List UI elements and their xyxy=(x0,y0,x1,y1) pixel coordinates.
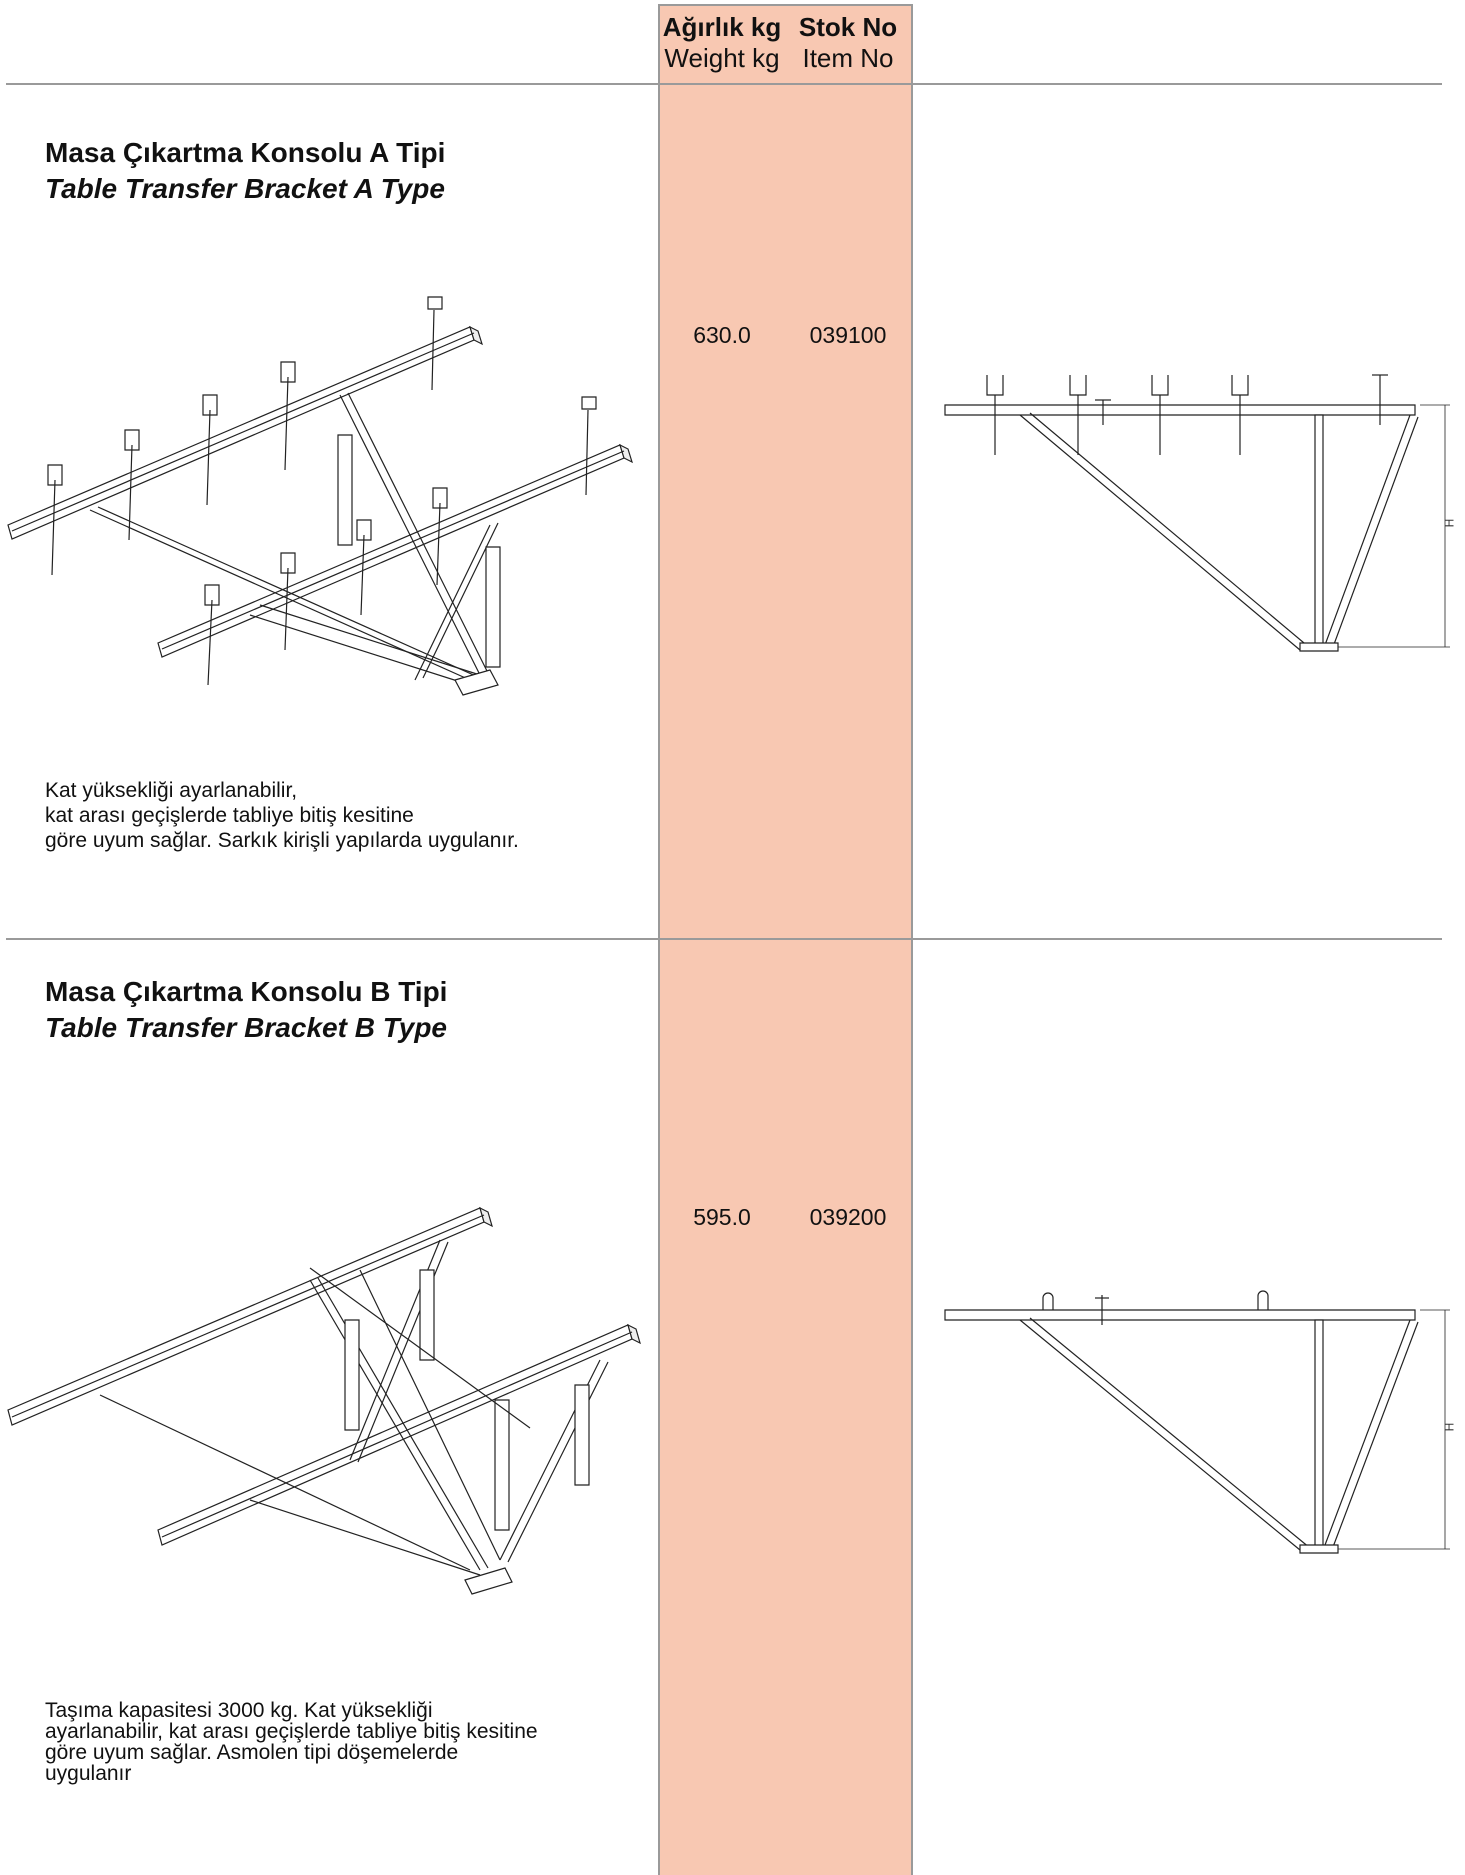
section-divider xyxy=(6,938,1442,940)
product-b-description-line: ayarlanabilir, kat arası geçişlerde tabl… xyxy=(45,1720,538,1743)
product-a-isometric-drawing xyxy=(0,285,640,725)
column-top-border xyxy=(658,4,913,6)
product-b-description-line: göre uyum sağlar. Asmolen tipi döşemeler… xyxy=(45,1741,459,1764)
product-b-title-tr: Masa Çıkartma Konsolu B Tipi xyxy=(45,976,448,1007)
product-b-title: Masa Çıkartma Konsolu B Tipi Table Trans… xyxy=(45,974,447,1046)
product-a-weight: 630.0 xyxy=(693,322,751,348)
fork-heads-bottom xyxy=(205,397,596,685)
product-b-weight: 595.0 xyxy=(693,1204,751,1230)
product-a-title-en: Table Transfer Bracket A Type xyxy=(45,173,445,204)
product-b-dimension-h: H xyxy=(1442,1422,1457,1432)
fork-heads-elevation xyxy=(987,375,1388,455)
product-a-title: Masa Çıkartma Konsolu A Tipi Table Trans… xyxy=(45,135,445,207)
product-a-title-tr: Masa Çıkartma Konsolu A Tipi xyxy=(45,137,446,168)
item-no-header-en: Item No xyxy=(802,43,894,73)
product-a-description: Kat yüksekliği ayarlanabilir, kat arası … xyxy=(45,778,605,853)
product-a-dimension-h: H xyxy=(1442,518,1457,528)
weight-header: Ağırlık kg Weight kg xyxy=(659,12,785,74)
product-b-isometric-drawing xyxy=(0,1200,650,1600)
header-rule xyxy=(6,83,1442,85)
product-a-description-line: göre uyum sağlar. Sarkık kirişli yapılar… xyxy=(45,829,519,852)
weight-header-tr: Ağırlık kg xyxy=(662,12,782,42)
product-a-description-line: Kat yüksekliği ayarlanabilir, xyxy=(45,779,298,802)
product-a-item-no: 039100 xyxy=(809,322,887,348)
product-b-item-no: 039200 xyxy=(809,1204,887,1230)
weight-header-en: Weight kg xyxy=(664,43,780,73)
product-b-description: Taşıma kapasitesi 3000 kg. Kat yüksekliğ… xyxy=(45,1700,605,1784)
fork-heads-top xyxy=(48,297,442,575)
product-a-elevation-drawing xyxy=(940,365,1460,655)
product-b-title-en: Table Transfer Bracket B Type xyxy=(45,1012,448,1043)
product-b-description-line: uygulanır xyxy=(45,1762,132,1785)
item-no-header-tr: Stok No xyxy=(798,12,898,42)
product-b-description-line: Taşıma kapasitesi 3000 kg. Kat yüksekliğ… xyxy=(45,1699,433,1722)
product-a-description-line: kat arası geçişlerde tabliye bitiş kesit… xyxy=(45,804,414,827)
item-no-header: Stok No Item No xyxy=(785,12,911,74)
product-b-elevation-drawing xyxy=(940,1290,1460,1580)
